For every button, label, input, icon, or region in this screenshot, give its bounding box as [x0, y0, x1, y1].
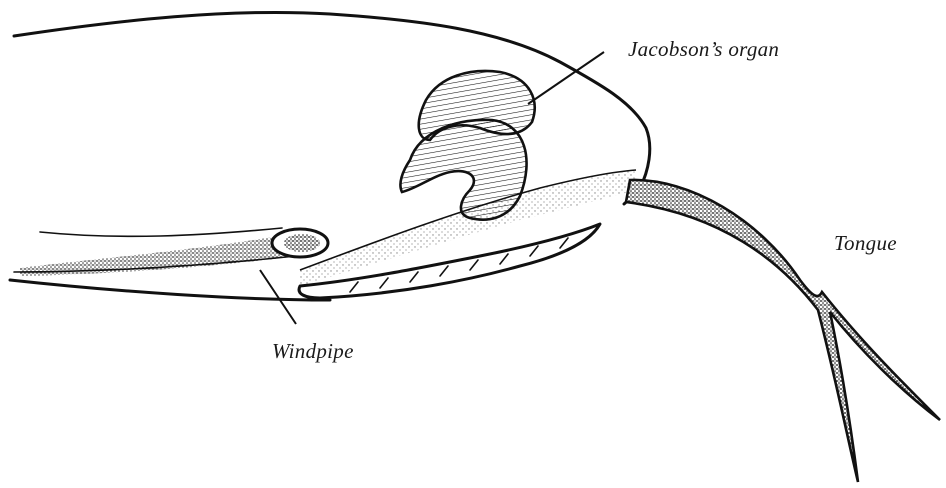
tongue-shape: [626, 180, 940, 482]
windpipe-tube: [14, 228, 328, 276]
windpipe-opening: [284, 234, 320, 252]
tongue-label: Tongue: [834, 231, 897, 255]
jacobsons-organ-label: Jacobson’s organ: [628, 37, 779, 61]
windpipe-leader: [260, 270, 296, 324]
jacobsons-organ-leader: [528, 52, 604, 104]
jacobsons-organ-shape: [400, 71, 534, 220]
windpipe-label: Windpipe: [272, 339, 354, 363]
